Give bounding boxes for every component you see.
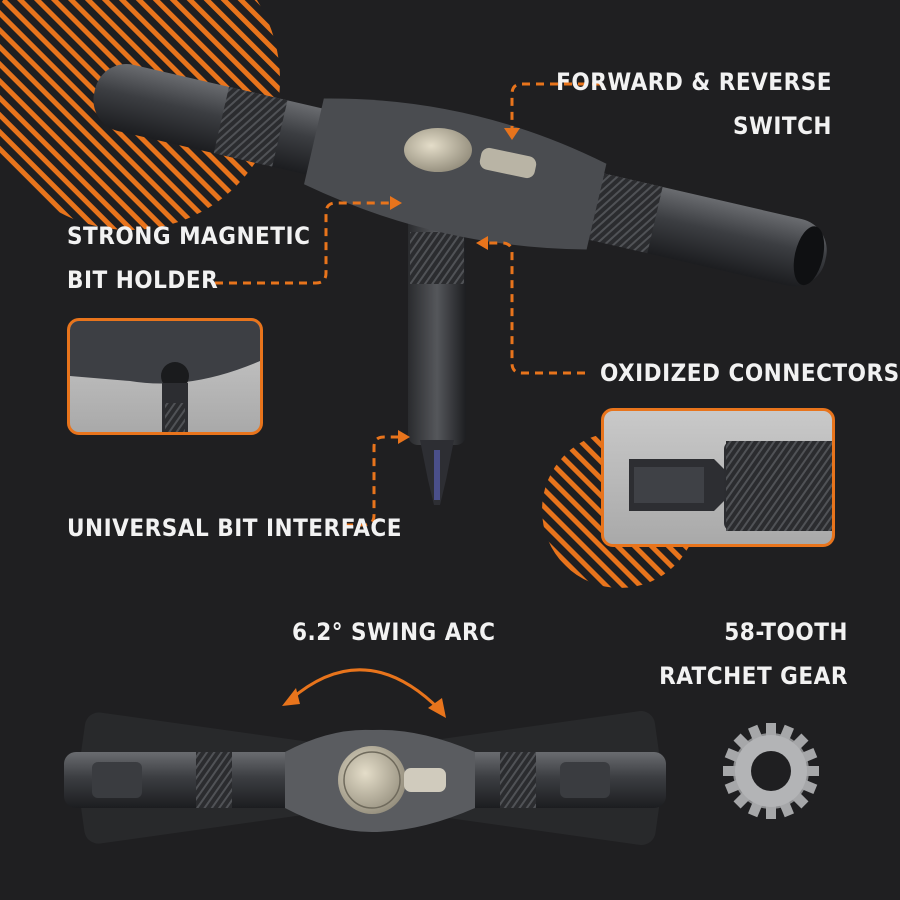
dashed-arrow-icon <box>345 435 400 527</box>
dashed-arrow-icon <box>215 201 392 285</box>
swing-arc-label: 6.2° SWING ARC <box>292 610 495 654</box>
forward-reverse-switch-label: FORWARD & REVERSE SWITCH <box>556 60 832 148</box>
label-line: 6.2° SWING ARC <box>292 618 496 646</box>
label-line: OXIDIZED CONNECTORS <box>600 359 900 387</box>
oxidized-connectors-label: OXIDIZED CONNECTORS <box>600 351 900 395</box>
label-line: SWITCH <box>732 112 832 140</box>
gear-icon <box>723 723 819 819</box>
ratchet-top-view <box>64 711 666 845</box>
label-line: BIT HOLDER <box>67 266 219 294</box>
curved-double-arrow-icon <box>282 668 446 718</box>
label-line: FORWARD & REVERSE <box>556 68 832 96</box>
magnetic-holder-detail-image <box>67 318 263 435</box>
label-line: 58-TOOTH <box>724 618 848 646</box>
magnetic-bit-holder-label: STRONG MAGNETIC BIT HOLDER <box>67 214 310 302</box>
label-line: RATCHET GEAR <box>659 662 848 690</box>
oxidized-connector-detail-image <box>601 408 835 547</box>
universal-bit-interface-label: UNIVERSAL BIT INTERFACE <box>67 506 402 550</box>
ratchet-gear-label: 58-TOOTH RATCHET GEAR <box>659 610 848 698</box>
dashed-arrow-icon <box>510 82 600 130</box>
dashed-arrow-icon <box>486 241 585 375</box>
label-line: UNIVERSAL BIT INTERFACE <box>67 514 402 542</box>
t-handle-screwdriver <box>93 64 827 505</box>
label-line: STRONG MAGNETIC <box>67 222 311 250</box>
